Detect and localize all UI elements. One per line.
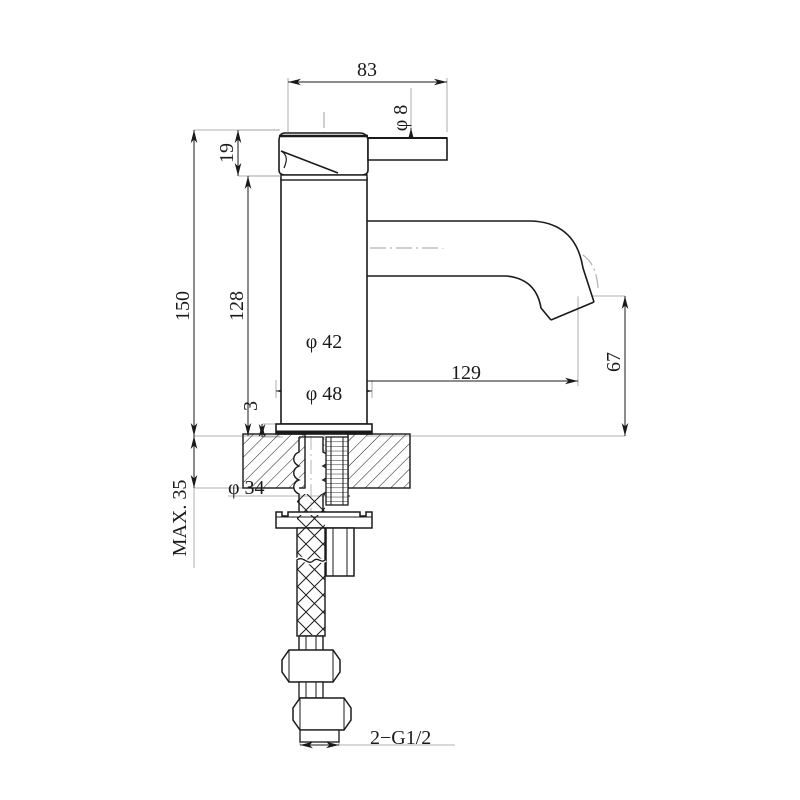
label-phi8: φ 8 — [390, 105, 412, 132]
handle-cut-line — [280, 150, 339, 174]
label-128: 128 — [226, 291, 248, 321]
label-129: 129 — [451, 362, 481, 384]
label-150: 150 — [172, 291, 194, 321]
dimension-labels: 83 φ 8 19 128 150 φ 42 φ 48 3 φ 34 129 6… — [169, 59, 625, 749]
label-phi42: φ 42 — [306, 331, 343, 353]
hex-nut-lower — [292, 697, 352, 731]
label-67: 67 — [603, 352, 625, 372]
label-max35: MAX. 35 — [169, 480, 191, 557]
spout-body — [349, 220, 595, 321]
label-3: 3 — [240, 401, 262, 411]
label-thread: 2−G1/2 — [370, 727, 431, 749]
label-phi34: φ 34 — [228, 477, 265, 499]
faucet-body — [275, 177, 373, 435]
label-83: 83 — [357, 59, 377, 81]
handle-cap — [278, 132, 369, 181]
dimension-arrows — [190, 78, 629, 749]
mounting-hardware — [275, 436, 373, 743]
label-19: 19 — [216, 143, 238, 163]
label-phi48: φ 48 — [306, 383, 343, 405]
handle-lever — [367, 137, 448, 161]
handle-angle-arc — [280, 150, 287, 169]
hex-nut-upper — [281, 649, 341, 683]
